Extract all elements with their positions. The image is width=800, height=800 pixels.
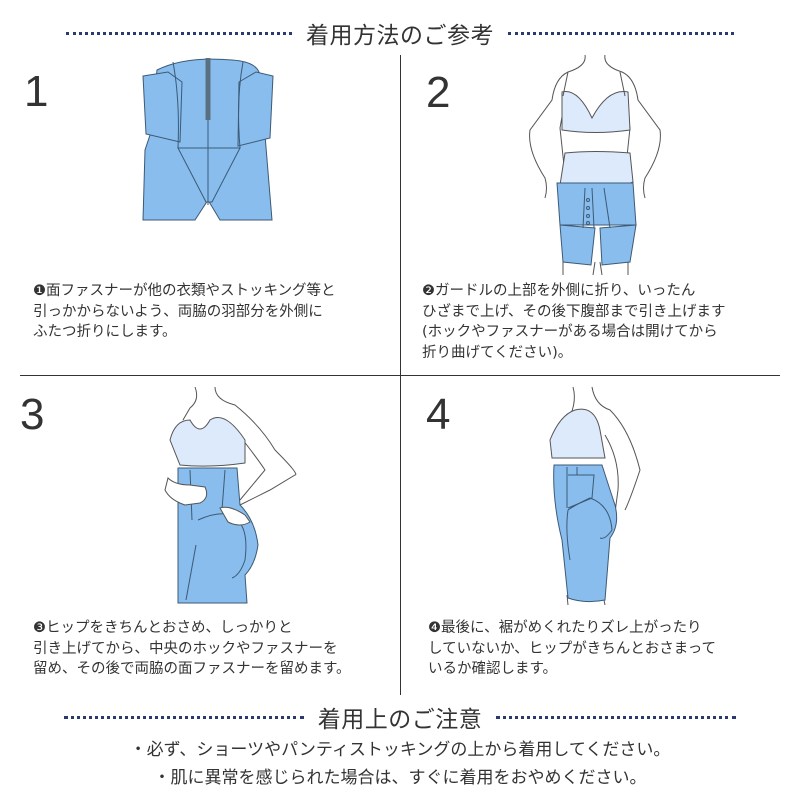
step-panel-2: 2 ❷ガードルの上部を外側に折り、いったん ひざまで上げ、その後下腹部まで引き上	[400, 55, 800, 375]
step-caption: ❷ガードルの上部を外側に折り、いったん ひざまで上げ、その後下腹部まで引き上げま…	[422, 283, 726, 361]
dotted-rule-right	[496, 715, 737, 719]
step-panel-1: 1 ❶面ファスナーが他の衣類やストッキング等と 引っかからないよう、両脇の羽部分…	[0, 55, 400, 375]
step-number: 4	[426, 390, 451, 439]
woman-front-illustration-icon	[529, 55, 661, 275]
step-number: 2	[426, 68, 451, 117]
section-heading-how-to-wear: 着用方法のご参考	[0, 13, 800, 53]
dotted-rule-right	[508, 31, 734, 35]
caution-item: ・必ず、ショーツやパンティストッキングの上から着用してください。	[129, 740, 671, 760]
dotted-rule-left	[63, 715, 304, 719]
step-number: 3	[20, 390, 45, 439]
section-heading-cautions: 着用上のご注意	[0, 697, 800, 737]
caution-item: ・肌に異常を感じられた場合は、すぐに着用をおやめください。	[153, 768, 647, 788]
step-caption: ❶面ファスナーが他の衣類やストッキング等と 引っかからないよう、両脇の羽部分を外…	[33, 283, 336, 340]
grid-divider-horizontal	[20, 375, 780, 376]
step-number: 1	[24, 67, 49, 116]
step-panel-4: 4 ❹最後に、裾がめくれたりズレ上がったり していないか、ヒップがきちんとおさま…	[400, 375, 800, 695]
cautions-title: 着用上のご注意	[317, 707, 483, 733]
step-caption: ❸ヒップをきちんとおさめ、しっかりと 引き上げてから、中央のホックやファスナーを…	[33, 620, 351, 677]
step-caption: ❹最後に、裾がめくれたりズレ上がったり していないか、ヒップがきちんとおさまって…	[428, 620, 716, 677]
dotted-rule-left	[66, 31, 292, 35]
girdle-flat-illustration-icon	[142, 58, 274, 221]
woman-side-check-illustration-icon	[549, 386, 641, 606]
woman-side-fastening-illustration-icon	[164, 386, 297, 604]
step-panel-3: 3 ❸ヒップをきちんとおさめ、しっかりと 引き上げてから、中央のホックやファスナ…	[0, 375, 400, 695]
caution-list: ・必ず、ショーツやパンティストッキングの上から着用してください。 ・肌に異常を感…	[0, 736, 800, 792]
page-title: 着用方法のご参考	[306, 23, 494, 49]
